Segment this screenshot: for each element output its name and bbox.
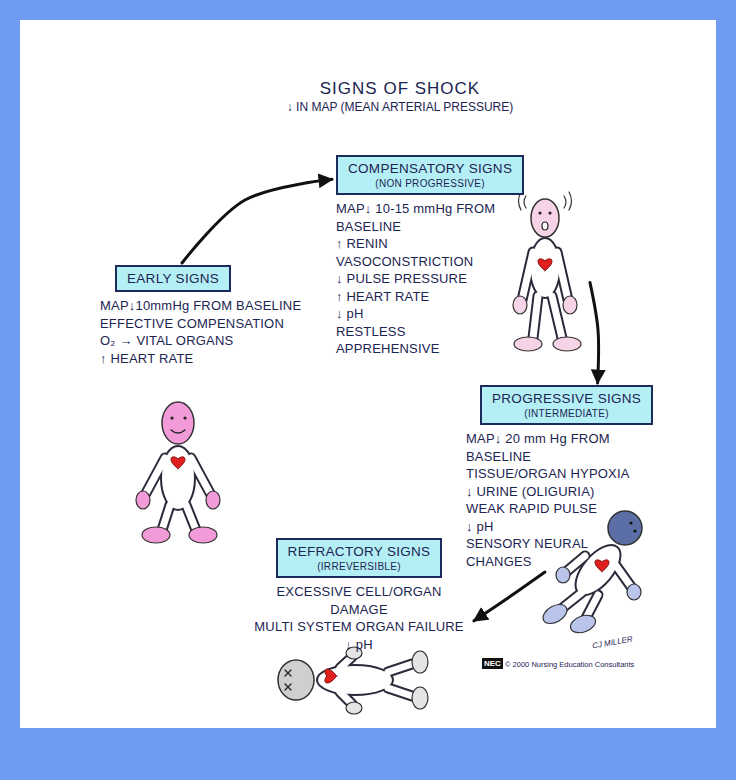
- stage-title: REFRACTORY SIGNS: [288, 543, 431, 560]
- stage-arrow: [182, 179, 332, 263]
- refractory-stage: REFRACTORY SIGNS(IRREVERSIBLE) EXCESSIVE …: [248, 538, 470, 653]
- sign-item: ↓ pH: [248, 636, 470, 654]
- publisher-logo: NEC: [482, 658, 503, 669]
- stage-header: EARLY SIGNS: [115, 265, 231, 292]
- sign-item: TISSUE/ORGAN HYPOXIA: [466, 465, 646, 483]
- sign-item: ↓ URINE (OLIGURIA): [466, 483, 646, 501]
- stage-title: PROGRESSIVE SIGNS: [492, 390, 641, 407]
- stage-subtitle: (NON PROGRESSIVE): [348, 177, 512, 190]
- compensatory-stage: COMPENSATORY SIGNS(NON PROGRESSIVE) MAP↓ …: [336, 155, 586, 358]
- anxious-figure: [513, 192, 581, 351]
- sign-item: MAP↓ 10-15 mmHg FROM BASELINE: [336, 200, 511, 235]
- sign-item: APPREHENSIVE: [336, 340, 511, 358]
- sign-item: MAP↓ 20 mm Hg FROM BASELINE: [466, 430, 646, 465]
- sign-item: SENSORY NEURAL CHANGES: [466, 535, 646, 570]
- sign-item: EFFECTIVE COMPENSATION: [100, 315, 305, 333]
- stage-title: EARLY SIGNS: [127, 270, 219, 287]
- stage-title: COMPENSATORY SIGNS: [348, 160, 512, 177]
- subtitle: ↓ IN MAP (MEAN ARTERIAL PRESSURE): [230, 100, 570, 114]
- sign-item: ↓ pH: [466, 518, 646, 536]
- diagram-title: SIGNS OF SHOCK: [230, 79, 570, 99]
- collapsing-figure: [540, 511, 642, 636]
- stage-arrow: [474, 572, 545, 621]
- stage-subtitle: (IRREVERSIBLE): [288, 560, 431, 573]
- healthy-figure: [136, 402, 220, 543]
- sign-item: WEAK RAPID PULSE: [466, 500, 646, 518]
- sign-item: ↓ pH: [336, 305, 511, 323]
- sign-item: O₂ → VITAL ORGANS: [100, 332, 305, 350]
- sign-item: MULTI SYSTEM ORGAN FAILURE: [248, 618, 470, 636]
- sign-item: ↑ RENIN: [336, 235, 511, 253]
- sign-item: EXCESSIVE CELL/ORGAN DAMAGE: [248, 583, 470, 618]
- lifeless-figure: [278, 647, 428, 714]
- stage-header: COMPENSATORY SIGNS(NON PROGRESSIVE): [336, 155, 524, 195]
- stage-arrow: [590, 283, 599, 383]
- sign-item: ↑ HEART RATE: [336, 288, 511, 306]
- sign-item: ↓ PULSE PRESSURE: [336, 270, 511, 288]
- sign-item: RESTLESS: [336, 323, 511, 341]
- sign-item: VASOCONSTRICTION: [336, 253, 511, 271]
- copyright-note: © 2000 Nursing Education Consultants: [505, 660, 634, 669]
- progressive-stage: PROGRESSIVE SIGNS(INTERMEDIATE) MAP↓ 20 m…: [466, 385, 654, 570]
- early-stage: EARLY SIGNS MAP↓10mmHg FROM BASELINEEFFEC…: [100, 265, 305, 367]
- stage-header: REFRACTORY SIGNS(IRREVERSIBLE): [276, 538, 443, 578]
- stage-subtitle: (INTERMEDIATE): [492, 407, 641, 420]
- stage-header: PROGRESSIVE SIGNS(INTERMEDIATE): [480, 385, 653, 425]
- sign-item: MAP↓10mmHg FROM BASELINE: [100, 297, 305, 315]
- sign-item: ↑ HEART RATE: [100, 350, 305, 368]
